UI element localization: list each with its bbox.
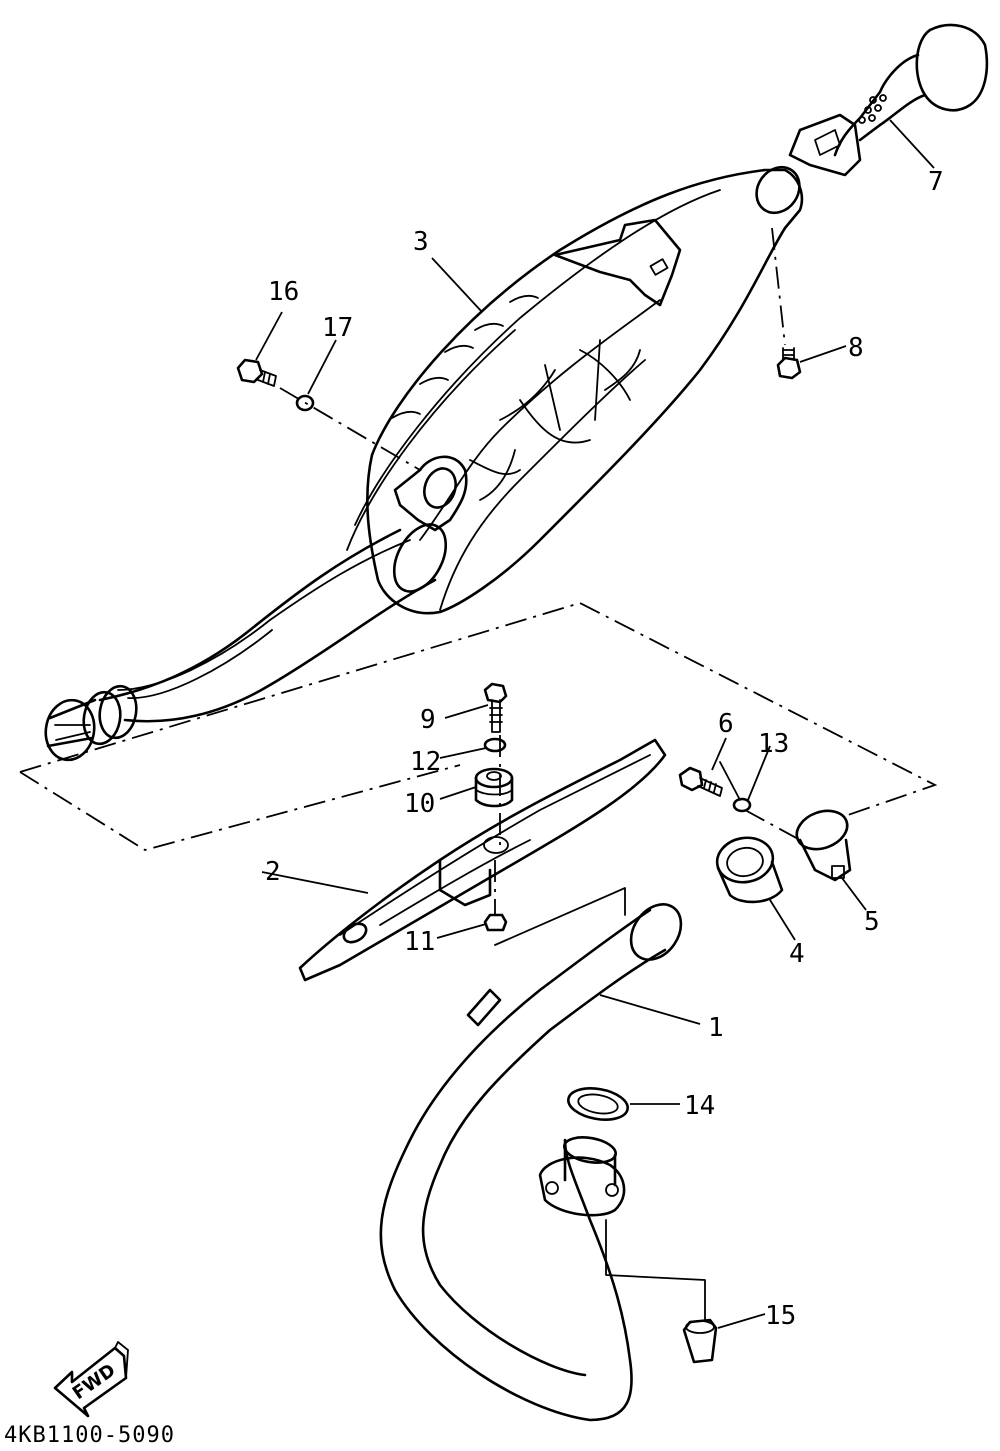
callout-labels: 1 2 3 4 5 6 7 8 9 10 11 12 13 14 15 16 1… [265,167,944,1331]
forward-arrow: FWD [53,1341,129,1418]
nut-part-15 [682,1318,718,1364]
assembly-guide-lines [19,227,938,1321]
gasket-sleeve-part-4 [715,836,784,904]
callout-6: 6 [718,709,734,739]
bolt-part-6 [678,766,723,797]
callout-3: 3 [413,227,429,257]
callout-15: 15 [765,1301,796,1331]
spark-arrester-part-7 [788,23,989,177]
washer-part-17 [295,394,315,412]
bolt-part-16 [236,358,277,387]
callout-10: 10 [404,789,435,819]
callout-12: 12 [410,747,441,777]
heat-protector-part-2 [298,738,667,982]
callout-2: 2 [265,857,281,887]
callout-7: 7 [928,167,944,197]
gasket-part-14 [567,1087,629,1121]
callout-4: 4 [789,939,805,969]
diagram-code: 4KB1100-5090 [4,1423,175,1448]
clamp-part-5 [795,809,852,882]
washer-part-12 [483,737,507,753]
nut-part-11 [483,913,508,932]
callout-9: 9 [420,705,436,735]
leader-lines [255,119,935,1329]
callout-16: 16 [268,277,299,307]
bolt-part-8 [776,347,802,380]
callout-8: 8 [848,333,864,363]
bolt-part-9 [483,682,508,733]
grommet-part-10 [474,767,514,808]
callout-11: 11 [404,927,435,957]
washer-part-13 [732,797,752,813]
callout-1: 1 [708,1013,724,1043]
callout-14: 14 [684,1091,715,1121]
silencer-assembly [44,165,804,762]
callout-13: 13 [758,729,789,759]
callout-5: 5 [864,907,880,937]
callout-17: 17 [322,313,353,343]
fwd-label: FWD [69,1360,120,1404]
exhaust-pipe-part-1 [379,903,683,1422]
